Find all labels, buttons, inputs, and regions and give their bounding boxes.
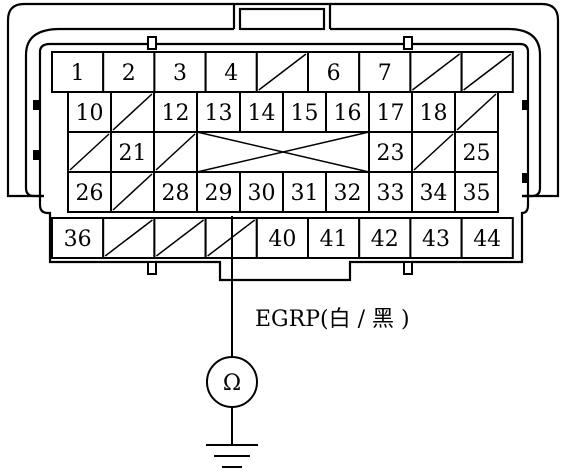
pin-cell-blank (110, 91, 155, 133)
ground-symbol-icon (206, 444, 258, 468)
pin-label: 43 (422, 227, 450, 252)
pin-label: 12 (162, 101, 190, 126)
connector-locator-pegs (147, 36, 413, 275)
pin-cell: 26 (67, 171, 112, 213)
pin-label: 18 (420, 101, 448, 126)
pin-label: 32 (334, 181, 362, 206)
pin-label: 6 (327, 61, 341, 86)
pin-cell: 1 (51, 51, 105, 93)
pin-cell: 2 (102, 51, 156, 93)
pin-label: 21 (119, 141, 147, 166)
pin-cell: 34 (411, 171, 456, 213)
pin-cell: 14 (239, 91, 284, 133)
pin-label: 1 (71, 61, 85, 86)
pin-cell-blank (67, 131, 112, 173)
ohmmeter-icon: Ω (206, 356, 258, 408)
pin-cell: 36 (51, 217, 105, 259)
pin-cell: 33 (368, 171, 413, 213)
pin-cell: 31 (282, 171, 327, 213)
pin-cell: 44 (460, 217, 514, 259)
pin-cell: 28 (153, 171, 198, 213)
pin-label: 40 (268, 227, 296, 252)
pin-label: 30 (248, 181, 276, 206)
pin-label: 33 (377, 181, 405, 206)
pin-label: 17 (377, 101, 405, 126)
pin-label: 42 (371, 227, 399, 252)
pin-cell: 43 (409, 217, 463, 259)
pin-cell: 12 (153, 91, 198, 133)
pin-cell: 32 (325, 171, 370, 213)
connector-key-marks (33, 100, 529, 183)
pin-cell-blank (196, 131, 370, 173)
pin-cell: 35 (454, 171, 499, 213)
pin-cell: 7 (358, 51, 412, 93)
pin-cell-blank (255, 51, 309, 93)
pin-label: 25 (463, 141, 491, 166)
pin-cell: 16 (325, 91, 370, 133)
pin-cell: 13 (196, 91, 241, 133)
pin-cell: 41 (307, 217, 361, 259)
ohm-symbol: Ω (223, 371, 241, 396)
pin-cell-blank (460, 51, 514, 93)
pin-cell: 25 (454, 131, 499, 173)
pin-cell: 17 (368, 91, 413, 133)
pin-cell: 18 (411, 91, 456, 133)
pin-cell: 15 (282, 91, 327, 133)
pin-label: 28 (162, 181, 190, 206)
pin-cell: 4 (204, 51, 258, 93)
pin-cell: 40 (255, 217, 309, 259)
pin-label: 13 (205, 101, 233, 126)
pin-label: 29 (205, 181, 233, 206)
pin-label: 31 (291, 181, 319, 206)
pin-cell: 10 (67, 91, 112, 133)
pin-cell: 23 (368, 131, 413, 173)
pin-label: 41 (320, 227, 348, 252)
pin-label: 15 (291, 101, 319, 126)
pin-label: 23 (377, 141, 405, 166)
pin-cell: 3 (153, 51, 207, 93)
pin-cell: 42 (358, 217, 412, 259)
pin-cell-blank (110, 171, 155, 213)
pin-cell-blank (102, 217, 156, 259)
pin-label: 3 (173, 61, 187, 86)
pin-cell-blank (454, 91, 499, 133)
pin-cell-blank (153, 217, 207, 259)
pin-label: 7 (378, 61, 392, 86)
pin-cell: 21 (110, 131, 155, 173)
pin-label: 4 (224, 61, 238, 86)
pin-label: 35 (463, 181, 491, 206)
pin-cell: 29 (196, 171, 241, 213)
pin-label: 34 (420, 181, 448, 206)
pin-cell: 6 (307, 51, 361, 93)
pin-cell: 30 (239, 171, 284, 213)
pin-cell-blank (409, 51, 463, 93)
pin-label: 26 (76, 181, 104, 206)
pin-label: 44 (473, 227, 501, 252)
pin-label: 16 (334, 101, 362, 126)
pin-label: 36 (64, 227, 92, 252)
wire-label: EGRP(白 / 黑 ) (255, 307, 410, 332)
connector-housing (6, 2, 560, 282)
pin-label: 10 (76, 101, 104, 126)
pin-cell-blank (153, 131, 198, 173)
pin-cell-blank (411, 131, 456, 173)
pin-label: 14 (248, 101, 276, 126)
pin-label: 2 (122, 61, 136, 86)
